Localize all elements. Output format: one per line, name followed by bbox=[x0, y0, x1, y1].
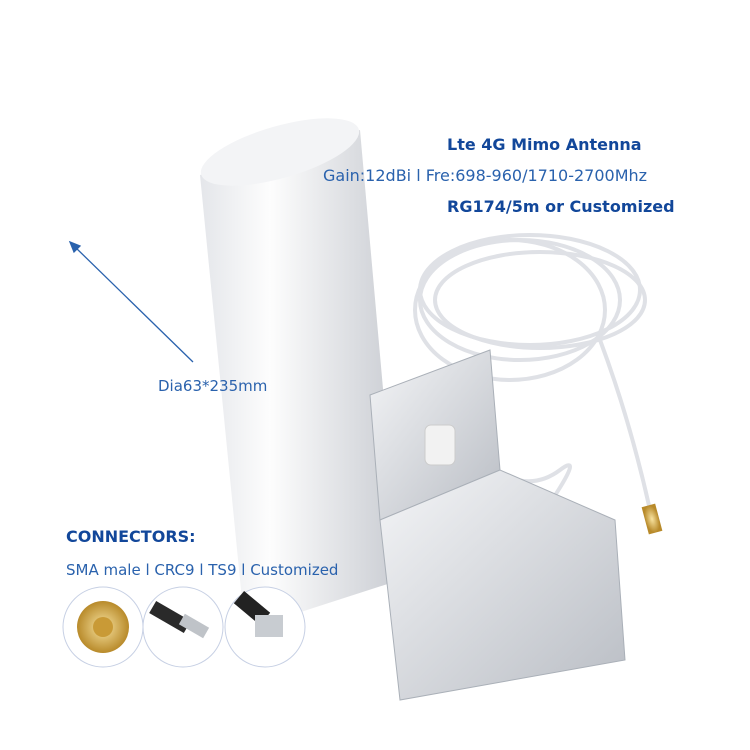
antenna-cylinder bbox=[200, 118, 400, 630]
product-title: Lte 4G Mimo Antenna bbox=[447, 135, 642, 154]
cable-spec: RG174/5m or Customized bbox=[447, 197, 675, 216]
dimension-label: Dia63*235mm bbox=[158, 377, 268, 395]
connector-photos bbox=[62, 586, 306, 668]
product-spec: Gain:12dBi l Fre:698-960/1710-2700Mhz bbox=[323, 166, 648, 185]
connectors-heading: CONNECTORS: bbox=[66, 527, 196, 546]
mounting-bracket bbox=[369, 349, 626, 701]
sma-connector-1 bbox=[641, 503, 663, 535]
connector-types: SMA male l CRC9 l TS9 l Customized bbox=[66, 561, 339, 579]
